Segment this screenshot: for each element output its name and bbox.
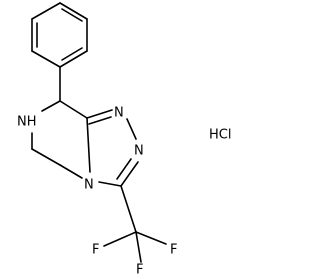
atom-label-n-top: N (114, 106, 124, 121)
trifluoromethyl-group (103, 185, 167, 263)
salt-label-hcl: HCl (209, 128, 231, 143)
atom-label-f3: F (136, 263, 143, 278)
structure-diagram: N N N NH F F F HCl (17, 2, 231, 278)
piperazine-ring (31, 100, 91, 179)
atom-label-f1: F (92, 243, 99, 258)
atom-label-n-ring: N (84, 178, 94, 193)
atom-label-f2: F (170, 243, 177, 258)
phenyl-ring (31, 2, 88, 68)
molecule-structure: N N N NH F F F HCl (17, 2, 231, 278)
triazole-ring (86, 109, 139, 187)
atom-label-n-right: N (134, 144, 144, 159)
atom-label-nh: NH (17, 115, 37, 130)
